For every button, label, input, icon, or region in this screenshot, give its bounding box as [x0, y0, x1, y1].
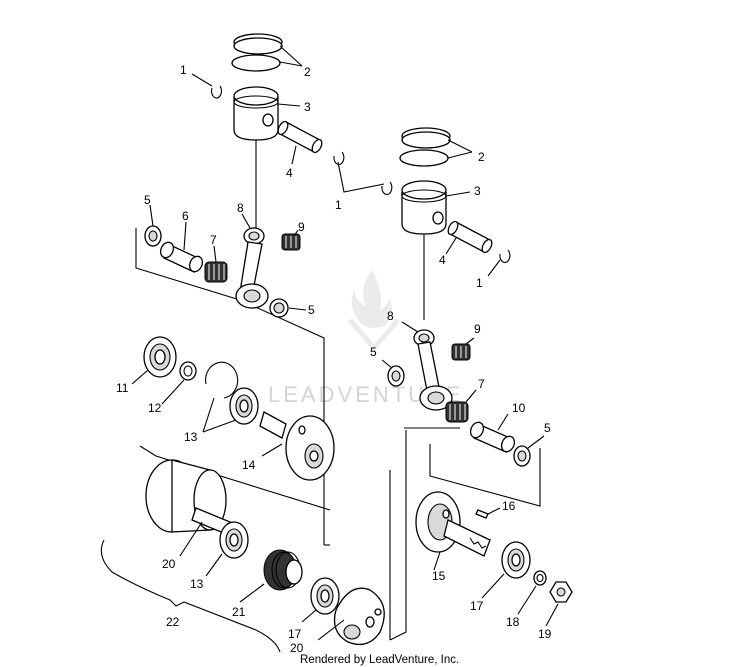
crank-half-14 — [259, 411, 335, 481]
callout-9: 9 — [298, 220, 305, 234]
main-bearing-13-lower — [219, 521, 249, 559]
callout-4: 4 — [286, 166, 293, 180]
callout-9: 9 — [474, 322, 481, 336]
callout-15: 15 — [432, 569, 446, 583]
main-bearing-left — [143, 336, 177, 378]
callout-21: 21 — [232, 605, 246, 619]
thrust-washer-right-top — [387, 365, 405, 387]
render-credit: Rendered by LeadVenture, Inc. — [300, 654, 459, 666]
callout-11: 11 — [116, 381, 129, 395]
main-bearing-17-left — [310, 577, 340, 615]
crank-half-20-lower — [333, 587, 385, 646]
callout-17: 17 — [470, 599, 484, 613]
callout-5: 5 — [544, 421, 551, 435]
callout-1: 1 — [180, 63, 187, 77]
main-bearing-17-right — [501, 541, 531, 579]
needle-bearing-left-lower — [204, 261, 228, 283]
thrust-washer-left-top — [144, 225, 162, 247]
crank-pin-right — [469, 421, 516, 453]
callout-1: 1 — [335, 198, 342, 212]
needle-bearing-right-upper — [451, 343, 471, 361]
callout-2: 2 — [304, 65, 311, 79]
thrust-washer-left-bottom — [269, 298, 289, 318]
crank-pin-left — [159, 241, 204, 273]
callout-6: 6 — [182, 209, 189, 223]
wrist-pin-right — [447, 220, 493, 254]
callout-14: 14 — [242, 458, 256, 472]
callout-1: 1 — [476, 276, 483, 290]
callout-5: 5 — [308, 303, 315, 317]
connecting-rod-left — [235, 227, 269, 309]
nut-19 — [549, 581, 573, 603]
callout-22: 22 — [166, 615, 180, 629]
needle-bearing-left-upper — [281, 233, 301, 251]
callout-10: 10 — [512, 401, 526, 415]
circlip-left — [211, 85, 223, 99]
callout-17: 17 — [288, 627, 302, 641]
callout-8: 8 — [387, 309, 394, 323]
callout-19: 19 — [538, 627, 552, 641]
thrust-washer-right-bottom — [513, 445, 531, 467]
callout-3: 3 — [474, 184, 481, 198]
callout-5: 5 — [144, 193, 151, 207]
crank-half-15 — [415, 491, 491, 557]
callout-16: 16 — [502, 499, 516, 513]
callout-4: 4 — [439, 253, 446, 267]
main-bearing-13-upper — [229, 387, 259, 425]
callout-12: 12 — [148, 401, 162, 415]
watermark-logo — [348, 270, 400, 352]
crank-shaft-20-upper — [145, 459, 231, 535]
callout-7: 7 — [210, 233, 217, 247]
callout-2: 2 — [478, 150, 485, 164]
callout-5: 5 — [370, 345, 377, 359]
callout-3: 3 — [304, 100, 311, 114]
callout-13: 13 — [190, 577, 204, 591]
callout-20: 20 — [290, 641, 304, 655]
washer-18 — [533, 570, 547, 586]
piston-left — [233, 86, 279, 141]
labyrinth-seal-21 — [263, 549, 303, 591]
piston-right — [401, 180, 447, 235]
callout-8: 8 — [237, 201, 244, 215]
dowel-pin-16 — [475, 509, 489, 519]
callout-20: 20 — [162, 557, 176, 571]
piston-rings-right — [399, 127, 451, 167]
callout-18: 18 — [506, 615, 520, 629]
callout-7: 7 — [478, 377, 485, 391]
needle-bearing-right-lower — [445, 401, 469, 423]
retaining-ring-12 — [179, 361, 197, 381]
callout-13: 13 — [184, 430, 198, 444]
wrist-pin-left — [277, 120, 323, 154]
piston-rings-left — [231, 33, 283, 72]
connecting-rod-right — [413, 329, 453, 411]
